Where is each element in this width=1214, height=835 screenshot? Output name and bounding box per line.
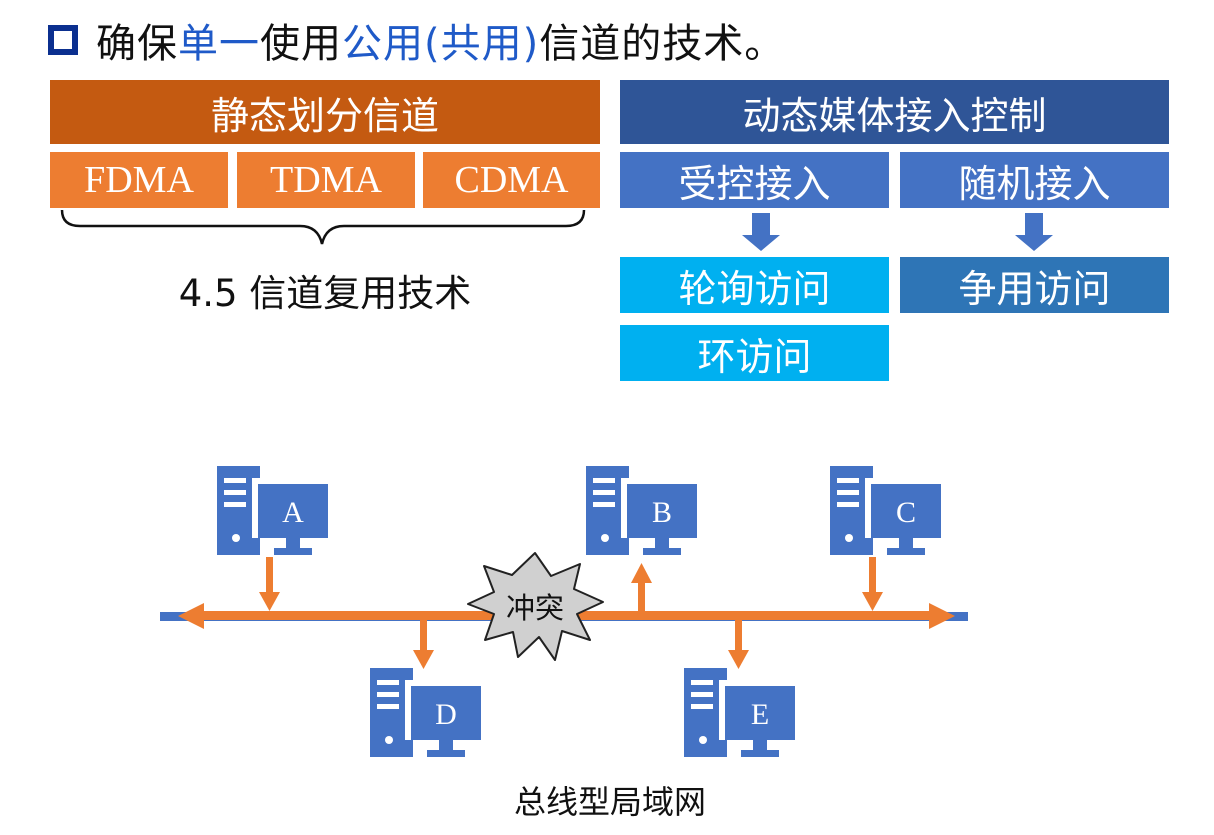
right-arrowhead-icon — [929, 603, 955, 629]
down-arrowhead-icon — [259, 592, 280, 611]
computer-d-icon: D — [370, 668, 487, 757]
a-signal-stem — [266, 557, 273, 597]
up-arrowhead-icon — [631, 563, 652, 583]
cdma-box: CDMA — [423, 152, 600, 208]
dynamic-access-header: 动态媒体接入控制 — [620, 80, 1169, 144]
computer-b-icon: B — [586, 466, 703, 555]
down-arrow-icon — [1015, 213, 1053, 251]
static-division-header: 静态划分信道 — [50, 80, 600, 144]
title-row: 确保单一使用公用(共用)信道的技术。 — [48, 10, 785, 70]
computer-a-icon: A — [217, 466, 334, 555]
tdma-box: TDMA — [237, 152, 415, 208]
host-label-c: C — [896, 496, 916, 529]
title-part-1: 确保 — [96, 21, 178, 67]
computer-e-icon: E — [684, 668, 801, 757]
square-bullet-icon — [48, 25, 78, 55]
bus-lan-caption: 总线型局域网 — [513, 783, 706, 821]
title-part-5: 信道的技术。 — [539, 21, 786, 67]
b-signal-stem — [638, 580, 645, 612]
host-label-b: B — [652, 496, 672, 529]
collision-burst-icon — [467, 552, 604, 661]
title-highlight-shared: 公用(共用) — [342, 21, 540, 67]
host-label-a: A — [282, 496, 304, 529]
c-signal-stem — [869, 557, 876, 597]
computer-c-icon: C — [830, 466, 947, 555]
title-highlight-single: 单一 — [178, 21, 260, 67]
title-part-3: 使用 — [260, 21, 342, 67]
down-arrow-icon — [742, 213, 780, 251]
contention-access-box: 争用访问 — [900, 257, 1169, 313]
collision-label: 冲突 — [506, 591, 564, 625]
page-title: 确保单一使用公用(共用)信道的技术。 — [96, 11, 785, 69]
multiplexing-label: 4.5 信道复用技术 — [178, 272, 472, 315]
fdma-box: FDMA — [50, 152, 228, 208]
e-signal-stem — [735, 620, 742, 654]
down-arrowhead-icon — [413, 650, 434, 669]
ring-access-box: 环访问 — [620, 325, 889, 381]
controlled-access-box: 受控接入 — [620, 152, 889, 208]
random-access-box: 随机接入 — [900, 152, 1169, 208]
down-arrowhead-icon — [862, 592, 883, 611]
polling-access-box: 轮询访问 — [620, 257, 889, 313]
curly-brace — [60, 209, 586, 245]
host-label-e: E — [751, 698, 769, 731]
d-signal-stem — [420, 620, 427, 654]
down-arrowhead-icon — [728, 650, 749, 669]
host-label-d: D — [435, 698, 457, 731]
left-arrowhead-icon — [178, 603, 204, 629]
